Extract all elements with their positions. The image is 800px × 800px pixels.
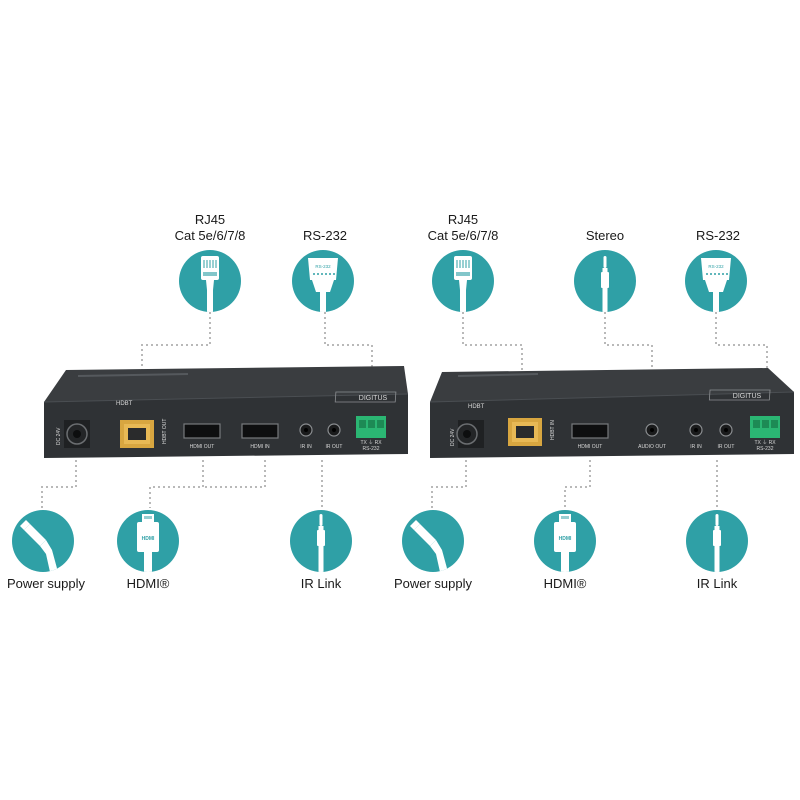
hdmi-plug-icon: HDMI: [534, 510, 596, 572]
serial-plug-icon: RS-232: [685, 250, 747, 312]
brand-label: DIGITUS: [733, 393, 762, 400]
label-power-right: Power supply: [393, 576, 473, 591]
label-hdmi-right: HDMI®: [543, 576, 587, 591]
audio-jack-icon: [574, 250, 636, 312]
label-rs232-left: RS-232: [302, 228, 348, 243]
port-label-ir-out: IR OUT: [326, 444, 343, 450]
label-ir-left: IR Link: [300, 576, 342, 591]
brand-label: DIGITUS: [359, 395, 388, 402]
port-label-ir-in: IR IN: [300, 444, 312, 450]
power-plug-icon: [12, 510, 74, 572]
port-label-rs232-sub: RS-232: [363, 446, 380, 452]
label-ir-right: IR Link: [696, 576, 738, 591]
ethernet-plug-icon: [179, 250, 241, 312]
port-label-dc: DC 24V: [450, 428, 456, 446]
power-plug-icon: [402, 510, 464, 572]
port-label-rs232: TX ⏚ RX: [360, 439, 382, 446]
port-label-ir-in: IR IN: [690, 444, 702, 450]
label-power-left: Power supply: [6, 576, 86, 591]
label-stereo: Stereo: [585, 228, 625, 243]
port-label-hdmi-out: HDMI OUT: [578, 444, 603, 450]
label-hdmi-left: HDMI®: [126, 576, 170, 591]
label-rj45-right: RJ45 Cat 5e/6/7/8: [427, 212, 499, 243]
receiver-unit: DIGITUS HDBT DC 24V HDBT IN HDMI OUT AUD…: [429, 368, 795, 458]
ethernet-plug-icon: [432, 250, 494, 312]
port-label-ir-out: IR OUT: [718, 444, 735, 450]
hdbt-logo: HDBT: [468, 404, 485, 410]
hdmi-plug-text: HDMI: [142, 536, 155, 542]
hdmi-plug-text: HDMI: [559, 536, 572, 542]
ir-jack-icon: [686, 510, 748, 572]
port-label-hdmi-in: HDMI IN: [250, 444, 270, 450]
ir-jack-icon: [290, 510, 352, 572]
port-label-rs232: TX ⏚ RX: [754, 439, 776, 446]
label-rj45-left: RJ45 Cat 5e/6/7/8: [174, 212, 246, 243]
port-label-hdbt: HDBT OUT: [162, 419, 168, 444]
serial-plug-text: RS-232: [315, 264, 331, 269]
label-rs232-right: RS-232: [695, 228, 741, 243]
hdbt-logo: HDBT: [116, 401, 133, 407]
port-label-dc: DC 24V: [56, 427, 62, 445]
transmitter-unit: DIGITUS HDBT DC 24V HDBT OUT HDMI OUT HD…: [43, 366, 409, 458]
serial-plug-icon: RS-232: [292, 250, 354, 312]
port-label-hdmi-out: HDMI OUT: [190, 444, 215, 450]
hdmi-plug-icon: HDMI: [117, 510, 179, 572]
port-label-rs232-sub: RS-232: [757, 446, 774, 452]
port-label-hdbt: HDBT IN: [550, 420, 556, 440]
serial-plug-text: RS-232: [708, 264, 724, 269]
port-label-audio-out: AUDIO OUT: [638, 444, 666, 450]
